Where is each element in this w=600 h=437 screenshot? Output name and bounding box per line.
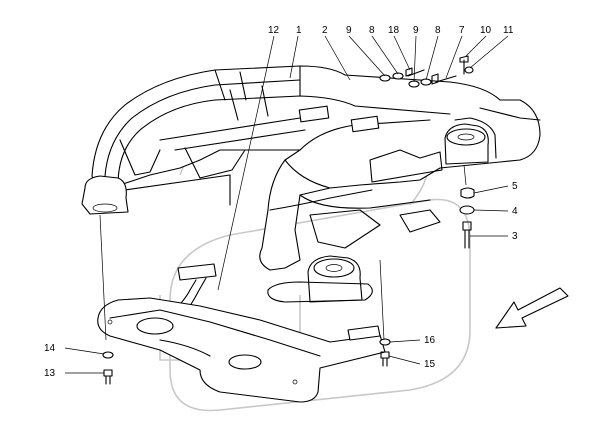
rear-subframe	[81, 65, 541, 303]
leader-lines	[64, 35, 509, 374]
assembly-lines	[99, 164, 467, 341]
fasteners-top	[379, 55, 474, 88]
callout-8a: 8	[369, 25, 375, 36]
callout-3: 3	[512, 231, 518, 242]
callout-13: 13	[44, 368, 56, 379]
callout-7: 7	[459, 25, 465, 36]
callout-18: 18	[388, 25, 400, 36]
callout-11: 11	[503, 25, 514, 36]
callout-15: 15	[424, 359, 436, 370]
fasteners-lower	[102, 338, 391, 385]
callout-14: 14	[44, 343, 56, 354]
arrow-front-icon	[495, 287, 569, 329]
callout-labels: 1 12 2 9 8 18 9 8 7 10 11 5 4 3 14 13 16…	[44, 25, 518, 379]
callout-5: 5	[512, 181, 518, 192]
callout-9a: 9	[346, 25, 352, 36]
callout-10: 10	[480, 25, 492, 36]
fasteners-right	[459, 187, 475, 249]
callout-8b: 8	[435, 25, 441, 36]
callout-1: 1	[296, 25, 302, 36]
lower-crossmember	[97, 297, 386, 403]
callout-12: 12	[268, 25, 280, 36]
callout-9b: 9	[413, 25, 419, 36]
callout-4: 4	[512, 206, 518, 217]
callout-16: 16	[424, 335, 436, 346]
callout-2: 2	[322, 25, 328, 36]
